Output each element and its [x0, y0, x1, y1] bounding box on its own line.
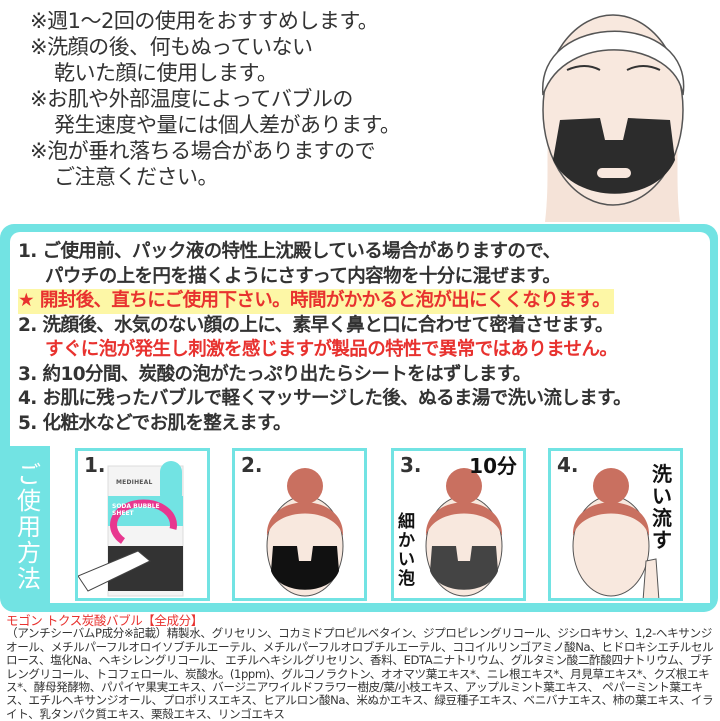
step-3: 3. 約10分間、炭酸の泡がたっぷり出たらシートをはずします。 — [18, 363, 531, 385]
howto-label: ご使用方法 — [17, 461, 41, 593]
step-number: 3. — [400, 453, 422, 477]
note-line: ※洗顔の後、何もぬっていない — [30, 35, 313, 59]
step-1-cont: パウチの上を円を描くようにさすって内容物を十分に混ぜます。 — [45, 265, 561, 287]
bubbling-mask-illustration — [425, 468, 503, 597]
steps-list: 1. ご使用前、パック液の特性上沈殿している場合がありますので、 パウチの上を円… — [18, 240, 632, 436]
note-line: 発生速度や量には個人差があります。 — [54, 113, 401, 137]
steps-panel: 1. ご使用前、パック液の特性上沈殿している場合がありますので、 パウチの上を円… — [10, 232, 710, 446]
rinsing-face-illustration — [572, 468, 660, 598]
step-5: 5. 化粧水などでお肌を整えます。 — [18, 412, 292, 434]
step-1: 1. ご使用前、パック液の特性上沈殿している場合がありますので、 — [18, 241, 561, 262]
ingredients-title: モゴン トクス炭酸バブル【全成分】 — [6, 613, 203, 628]
masked-face-illustration — [542, 14, 685, 222]
note-line: ※お肌や外部温度によってバブルの — [30, 87, 353, 111]
time-label: 10分 — [469, 454, 517, 478]
step-2: 2. 洗顔後、水気のない顔の上に、素早く鼻と口に合わせて密着させます。 — [18, 314, 614, 336]
note-line: ご注意ください。 — [54, 165, 219, 189]
face-mask-applied-illustration — [266, 468, 344, 597]
step-panel-3: 3. 10分 細かい泡 — [391, 448, 526, 601]
usage-notes: ※週1～2回の使用をおすすめします。 ※洗顔の後、何もぬっていない 乾いた顔に使… — [30, 8, 401, 190]
usage-instructions-box: 1. ご使用前、パック液の特性上沈殿している場合がありますので、 パウチの上を円… — [0, 224, 718, 612]
step-number: 1. — [84, 453, 106, 477]
step-number: 2. — [241, 453, 263, 477]
note-line: ※週1～2回の使用をおすすめします。 — [30, 9, 379, 33]
ingredients-section: モゴン トクス炭酸バブル【全成分】 （アンチシーバムP成分※記載）精製水、グリセ… — [6, 614, 718, 721]
step-2-note: すぐに泡が発生し刺激を感じますが製品の特性で異常ではありません。 — [45, 339, 618, 360]
step-panel-1: MEDIHEAL SODA BUBBLE SHEET 1. — [75, 448, 210, 601]
mask-pouch-illustration — [78, 461, 184, 597]
step-4: 4. お肌に残ったバブルで軽くマッサージした後、ぬるま湯で洗い流します。 — [18, 388, 632, 409]
pouch-product-name: SODA BUBBLE SHEET — [112, 503, 160, 517]
step-panel-4: 4. 洗い流す — [548, 448, 683, 601]
rinse-caption: 洗い流す — [652, 462, 672, 552]
ingredients-list: （アンチシーバムP成分※記載）精製水、グリセリン、コカミドプロピルベタイン、ジプ… — [6, 626, 714, 721]
note-line: ※泡が垂れ落ちる場合がありますので — [30, 139, 376, 163]
step-panel-2: 2. — [232, 448, 367, 601]
warning-note: ★ 開封後、直ちにご使用下さい。時間がかかると泡が出にくくなります。 — [18, 289, 615, 314]
pouch-brand-logo: MEDIHEAL — [116, 479, 153, 486]
note-line: 乾いた顔に使用します。 — [54, 61, 278, 85]
fine-bubbles-caption: 細かい泡 — [398, 513, 420, 589]
step-number: 4. — [557, 453, 579, 477]
